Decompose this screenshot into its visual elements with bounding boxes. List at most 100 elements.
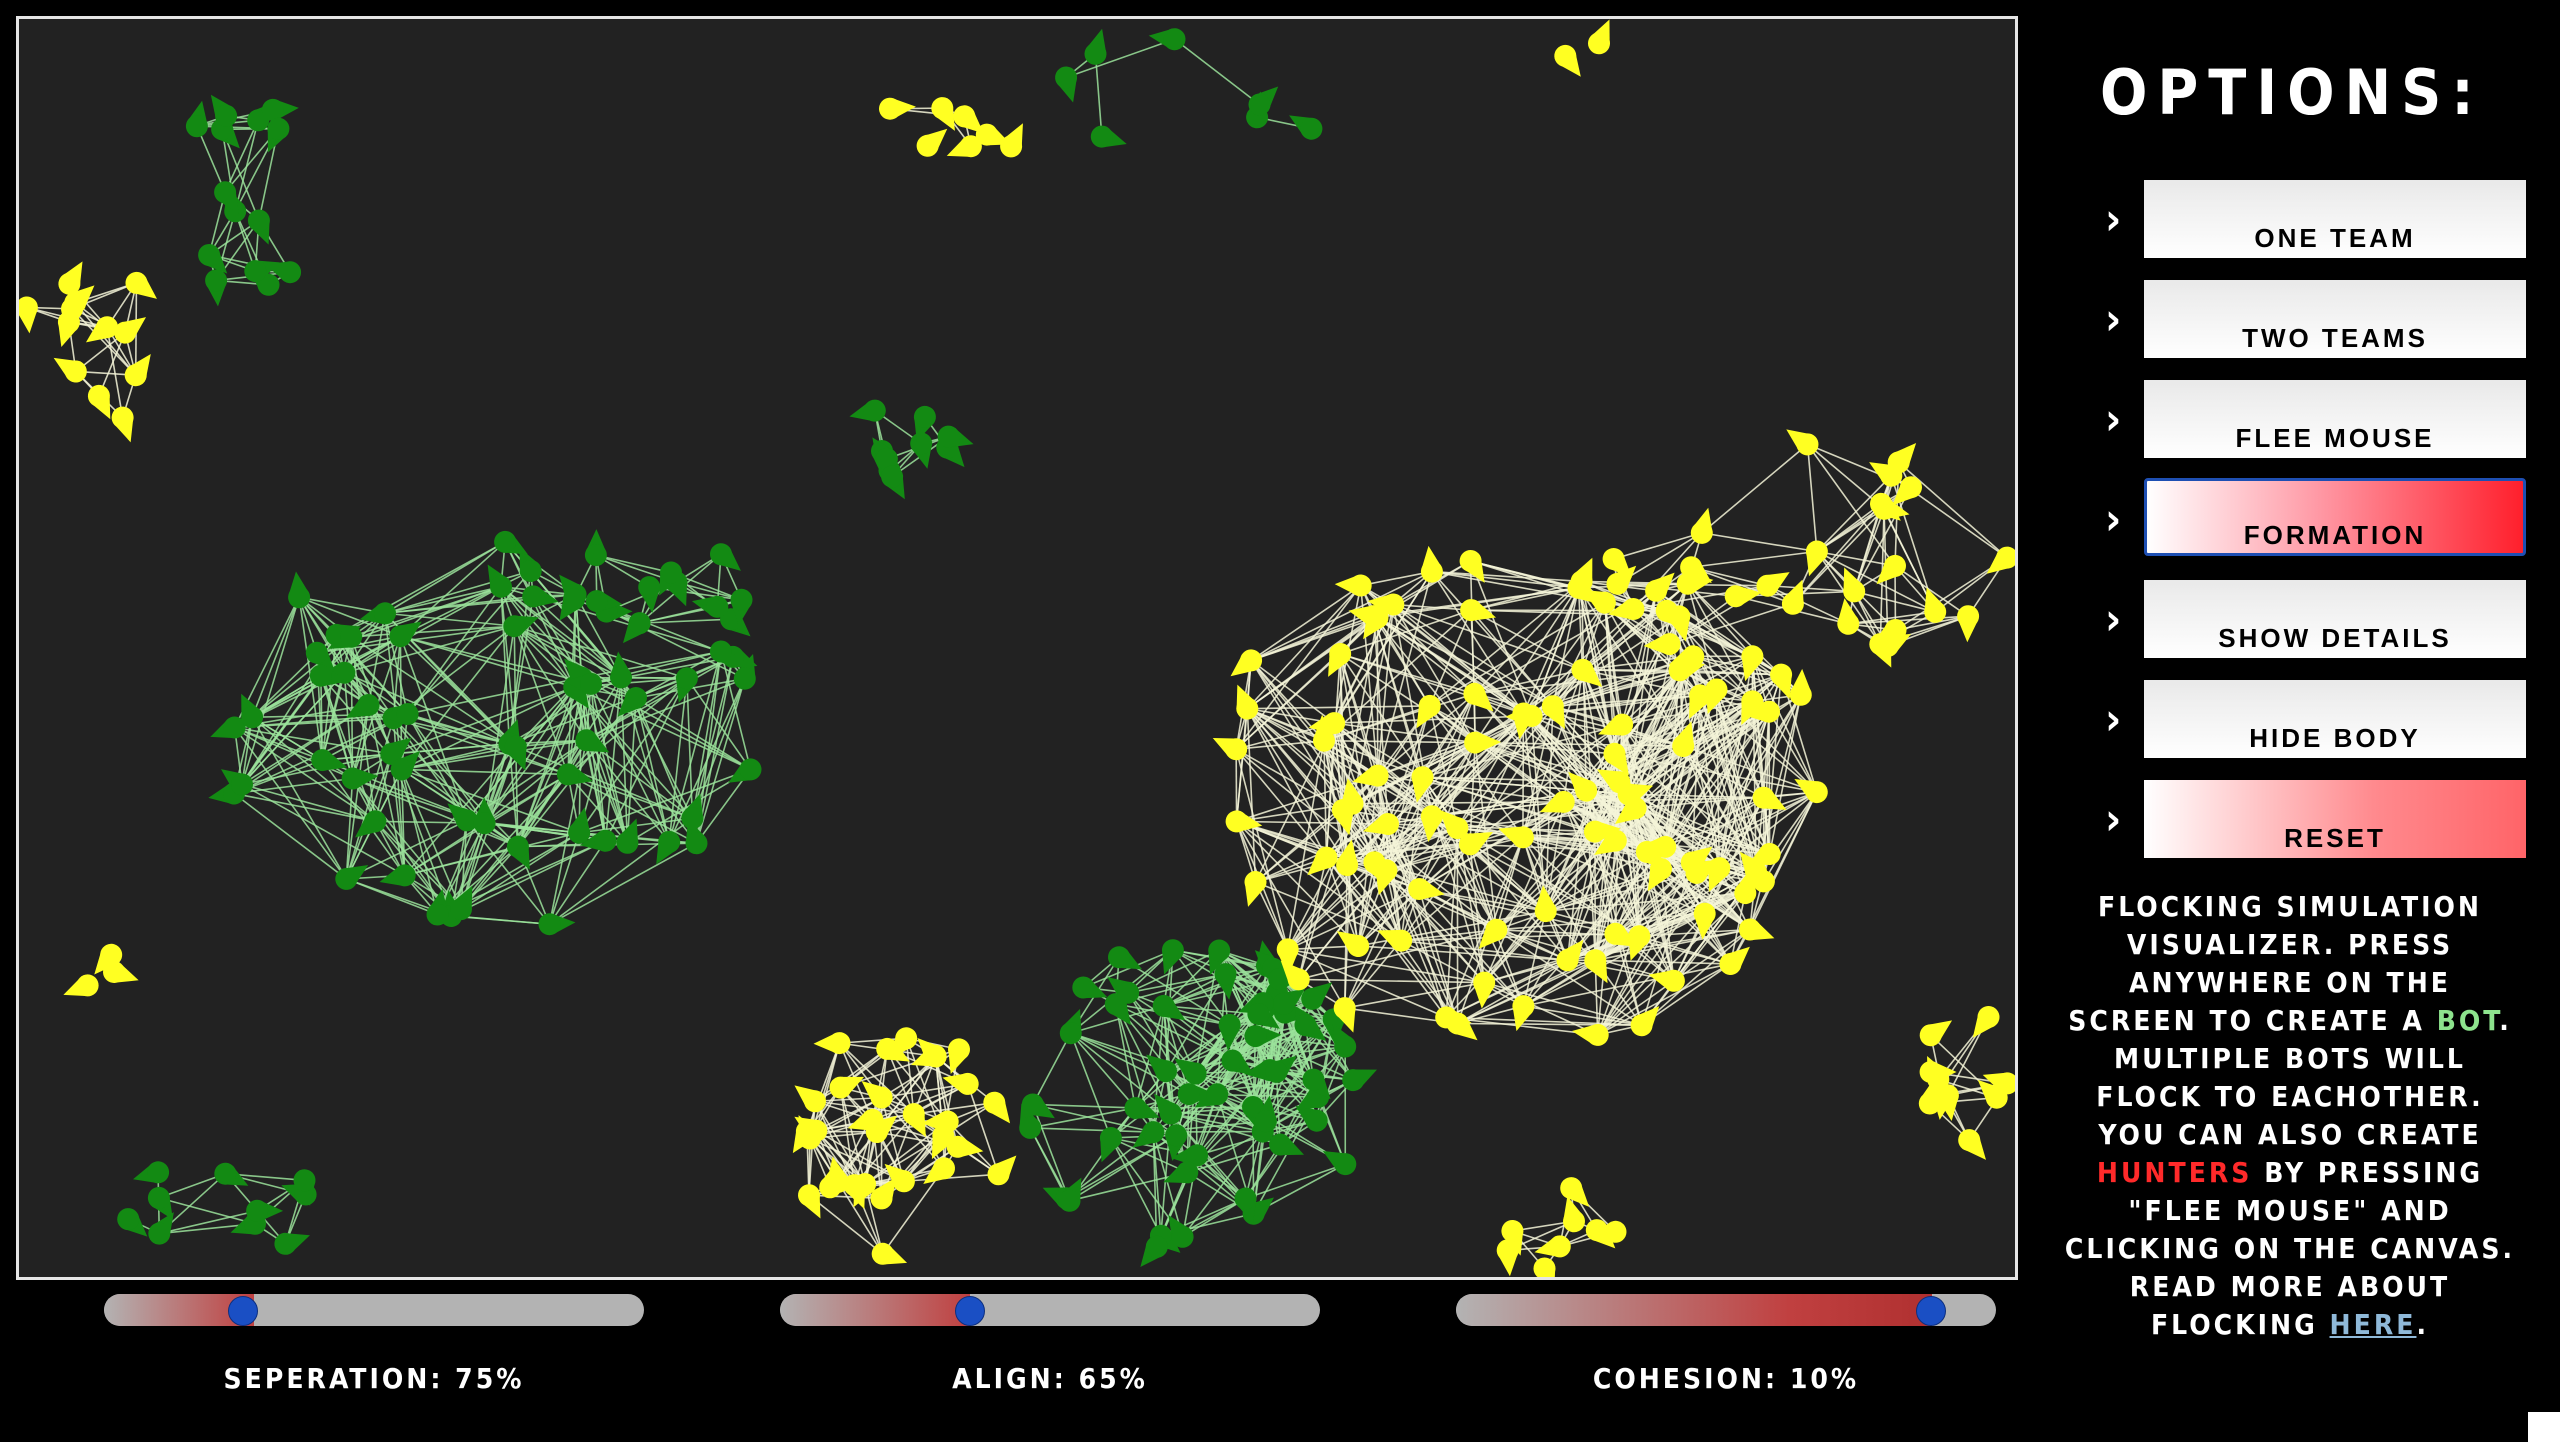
flock-link [720,651,752,770]
flock-link [1619,711,1770,783]
yellow-bot [61,297,83,334]
flock-link [1216,974,1227,1095]
green-bot [450,885,473,921]
flock-link [1816,550,1936,613]
cohesion-slider-track[interactable] [1456,1294,1996,1326]
hide-body-button[interactable]: HIDE BODY [2144,680,2526,758]
yellow-bot [975,123,1011,146]
reset-button[interactable]: RESET [2144,780,2526,858]
flock-link [384,541,506,614]
flock-link [1387,823,1459,1024]
green-bot [335,864,369,890]
yellow-bot [1655,599,1686,629]
flock-link [1325,776,1424,859]
yellow-bot [1463,682,1494,712]
green-bot [267,117,290,153]
flock-link [604,677,688,842]
green-bot [1295,1105,1328,1132]
yellow-bot [884,1163,915,1193]
yellow-bot [916,128,948,157]
flock-link [1247,707,1423,778]
green-bot [1294,1014,1327,1041]
yellow-bot [1276,938,1299,976]
flock-link [815,1096,882,1132]
yellow-bot [829,1076,865,1099]
flock-link [1635,791,1817,809]
flock-link [350,636,377,822]
yellow-bot [1837,598,1860,635]
green-bot [1161,939,1184,975]
flock-link [298,596,386,615]
flock-link [1522,581,1583,714]
cohesion-slider-knob[interactable] [1916,1296,1946,1326]
yellow-bot [1363,813,1399,835]
chevron-right-icon: › [2105,194,2122,245]
flock-svg[interactable] [19,19,2015,1277]
yellow-bot [1498,826,1534,849]
align-slider-knob[interactable] [955,1296,985,1326]
separation-label: SEPERATION: 75% [223,1362,525,1395]
flock-link [158,1197,256,1225]
flock-link [567,773,628,844]
flock-link [1457,807,1636,829]
flock-link [864,1135,944,1185]
align-label: ALIGN: 65% [952,1362,1148,1395]
flock-link [1115,1003,1137,1109]
show-details-button[interactable]: SHOW DETAILS [2144,580,2526,658]
green-bot [522,585,559,608]
yellow-bot [1597,713,1634,736]
green-bot [381,703,419,725]
cohesion-slider-fill [1456,1294,1932,1326]
flock-link [1594,831,1731,965]
two-teams-button[interactable]: TWO TEAMS [2144,280,2526,358]
green-bot [913,405,936,442]
flock-link [1287,948,1485,984]
separation-slider-track[interactable] [104,1294,644,1326]
yellow-bot [1307,846,1338,876]
bot-highlight: BOT [2436,1004,2500,1037]
flock-link [1373,815,1433,863]
flock-link [1254,881,1289,950]
flock-link [1669,603,1794,645]
here-link[interactable]: HERE [2329,1308,2417,1341]
yellow-bot [1420,545,1443,583]
yellow-bot [987,1155,1017,1186]
one-team-button[interactable]: ONE TEAM [2144,180,2526,258]
flock-link [346,878,438,916]
flock-link [1127,991,1233,1062]
yellow-bot [794,1116,828,1142]
flock-link [98,332,126,397]
flock-link [595,554,672,574]
yellow-bot [1887,443,1917,474]
flock-link [1474,580,1583,744]
green-bot [556,763,594,786]
flock-link [1431,712,1524,817]
flock-link [1597,963,1731,1036]
green-bot [881,465,905,500]
align-slider-track[interactable] [780,1294,1320,1326]
flock-link [1387,823,1547,912]
flock-link [1386,836,1524,872]
green-bot [730,588,753,626]
yellow-bot [1244,871,1267,907]
simulation-canvas[interactable] [16,16,2018,1280]
flock-link [251,596,300,718]
green-bot [288,571,311,609]
yellow-bot [103,961,139,983]
resize-corner[interactable] [2528,1412,2560,1442]
flock-link [839,1087,866,1185]
separation-slider-knob[interactable] [228,1296,258,1326]
formation-button[interactable]: FORMATION [2144,478,2526,556]
flock-link [1339,609,1472,655]
flock-link [1718,797,1765,869]
flock-link [1673,797,1765,982]
green-bot [1140,1235,1168,1267]
flock-link [1065,38,1175,79]
flock-link [241,636,352,785]
flock-link [1385,869,1459,1024]
flee-mouse-button[interactable]: FLEE MOUSE [2144,380,2526,458]
flock-link [1807,443,1885,510]
flock-link [1216,1024,1306,1095]
flock-link [1853,590,1936,613]
yellow-bot [1647,858,1672,892]
